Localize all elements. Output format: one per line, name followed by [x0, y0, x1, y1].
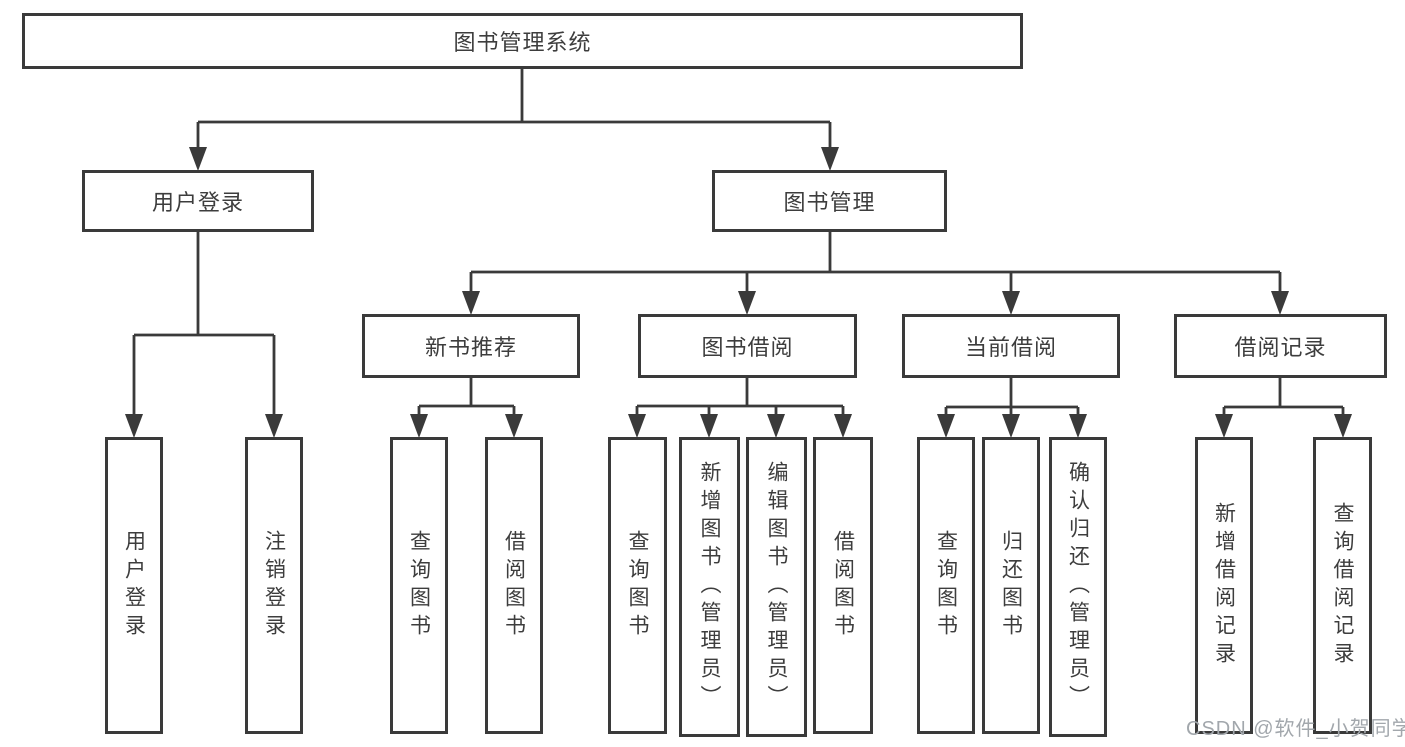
arrow-down-icon [1271, 291, 1289, 315]
arrow-down-icon [821, 147, 839, 171]
connector-path [132, 69, 1345, 418]
leaf-user-login: 用户登录 [105, 437, 163, 734]
leaf-bb-borrow-books: 借阅图书 [813, 437, 873, 734]
arrow-down-icon [628, 414, 646, 438]
node-root: 图书管理系统 [22, 13, 1023, 69]
leaf-bb-query-books: 查询图书 [608, 437, 667, 734]
leaf-nb-query-books: 查询图书 [390, 437, 448, 734]
node-book-borrow: 图书借阅 [638, 314, 857, 378]
leaf-logout: 注销登录 [245, 437, 303, 734]
arrow-down-icon [1002, 414, 1020, 438]
leaf-nb-borrow-books: 借阅图书 [485, 437, 543, 734]
leaf-bb-edit-books-admin: 编辑图书（管理员） [746, 437, 807, 737]
arrow-down-icon [505, 414, 523, 438]
arrow-down-icon [462, 291, 480, 315]
node-new-book-recommend: 新书推荐 [362, 314, 580, 378]
arrow-down-icon [767, 414, 785, 438]
leaf-cb-return-books: 归还图书 [982, 437, 1040, 734]
leaf-bb-add-books-admin: 新增图书（管理员） [679, 437, 740, 737]
node-borrow-records: 借阅记录 [1174, 314, 1387, 378]
leaf-br-query-record: 查询借阅记录 [1313, 437, 1372, 734]
arrow-down-icon [937, 414, 955, 438]
arrow-down-icon [700, 414, 718, 438]
csdn-watermark: CSDN @软件_小贺同学 [1186, 718, 1405, 740]
arrow-down-icon [834, 414, 852, 438]
node-current-borrow: 当前借阅 [902, 314, 1120, 378]
node-user-login: 用户登录 [82, 170, 314, 232]
node-book-management: 图书管理 [712, 170, 947, 232]
arrow-down-icon [265, 414, 283, 438]
arrow-down-icon [1002, 291, 1020, 315]
arrow-down-icon [410, 414, 428, 438]
arrow-down-icon [189, 147, 207, 171]
leaf-cb-query-books: 查询图书 [917, 437, 975, 734]
arrow-down-icon [1334, 414, 1352, 438]
leaf-cb-confirm-return-admin: 确认归还（管理员） [1049, 437, 1107, 737]
arrow-down-icon [1215, 414, 1233, 438]
arrow-down-icon [1069, 414, 1087, 438]
leaf-br-add-record: 新增借阅记录 [1195, 437, 1253, 734]
arrow-down-icon [738, 291, 756, 315]
arrow-down-icon [125, 414, 143, 438]
